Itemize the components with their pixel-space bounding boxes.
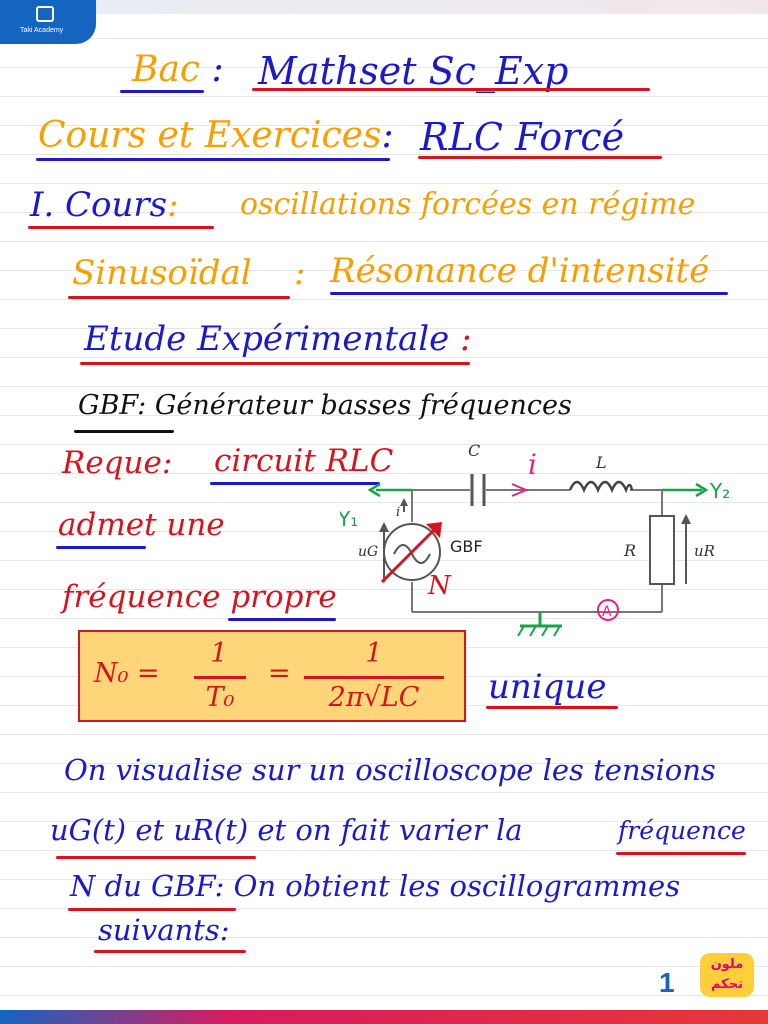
- bac-underline: [120, 90, 204, 93]
- frequency-arrow-icon: [426, 522, 442, 538]
- top-banner: [0, 0, 768, 14]
- unique-word: unique: [488, 667, 607, 707]
- inductor-label: L: [595, 453, 607, 472]
- remark-propre-underline: [228, 618, 336, 621]
- capacitor-label: C: [468, 441, 480, 460]
- gbf-line-underline: [68, 908, 236, 911]
- gbf-current-arrow-icon: [400, 498, 408, 506]
- subtitle-a-underline: [68, 296, 290, 299]
- resistor-label: R: [623, 541, 636, 560]
- subtitle-b-underline: [330, 292, 728, 295]
- bac-label: Bac :: [132, 49, 224, 90]
- brand-badge: ملون تحكم: [700, 953, 754, 997]
- gbf-definition: GBF: Générateur basses fréquences: [78, 390, 572, 421]
- bac-value: Mathset Sc_Exp: [258, 49, 569, 93]
- frequency-arrow-line: [380, 522, 442, 584]
- gbf-underline: [74, 430, 174, 433]
- voltages-underline: [56, 856, 256, 859]
- ur-arrow-icon: [681, 514, 691, 524]
- ground-hatch-4: [553, 625, 561, 637]
- generator-label: GBF: [450, 537, 483, 556]
- subtitle-sep: :: [294, 253, 306, 293]
- unique-underline: [486, 706, 618, 709]
- subtitle-a: Sinusoïdal: [72, 253, 252, 293]
- ground-hatch-3: [541, 625, 549, 637]
- taki-academy-logo: Taki Academy: [0, 0, 96, 44]
- suivants-underline: [94, 950, 246, 953]
- paragraph-line-2b: fréquence: [618, 816, 746, 845]
- ground-hatch-2: [529, 625, 537, 637]
- y2-arrow-icon: [695, 482, 709, 498]
- paragraph-line-2a: uG(t) et uR(t) et on fait varier la: [50, 813, 523, 847]
- remark-line2-underline: [56, 546, 146, 549]
- ur-label: uR: [694, 542, 715, 560]
- resistor-icon: [649, 515, 675, 585]
- frequency-label: N: [427, 571, 452, 601]
- y1-arrow-icon: [367, 482, 381, 498]
- course-value: RLC Forcé: [420, 115, 625, 159]
- frequence-underline: [616, 852, 746, 855]
- ug-arrow-icon: [379, 522, 389, 532]
- y2-label: Y₂: [709, 479, 730, 503]
- course-value-underline: [418, 156, 662, 159]
- study-title-underline: [80, 362, 470, 365]
- remark-line3: fréquence propre: [62, 579, 337, 615]
- taki-academy-logo-icon: [36, 6, 54, 22]
- gbf-current-label: i: [396, 505, 400, 520]
- ug-label: uG: [358, 544, 378, 560]
- page-number: 1: [659, 967, 675, 998]
- node-a-label: A: [602, 604, 612, 620]
- bottom-banner: [0, 1010, 768, 1024]
- section-value: oscillations forcées en régime: [240, 187, 696, 222]
- study-title: Etude Expérimentale :: [84, 319, 472, 359]
- bac-value-underline: [252, 88, 650, 91]
- remark-circuit: circuit RLC: [214, 443, 394, 479]
- paragraph-line-3: N du GBF: On obtient les oscillogrammes: [70, 869, 681, 903]
- fraction-bar-1: [194, 676, 246, 679]
- formula-num2: 1: [365, 638, 383, 669]
- formula-lhs: N₀ =: [94, 658, 160, 689]
- current-label: i: [528, 448, 537, 481]
- course-label: Cours et Exercices:: [38, 115, 394, 156]
- section-underline: [28, 226, 214, 229]
- formula-num1: 1: [210, 638, 228, 669]
- current-arrow-icon: [511, 483, 529, 497]
- section-label: I. Cours:: [30, 185, 179, 225]
- remark-label: Reque:: [62, 445, 173, 481]
- fraction-bar-2: [304, 676, 444, 679]
- remark-line2: admet une: [58, 507, 225, 543]
- node-a-circle-icon: [597, 599, 619, 621]
- course-underline: [36, 158, 390, 161]
- brand-name: Taki Academy: [20, 27, 64, 34]
- rlc-circuit-diagram: C i L R uR GBF uG i N Y₁ Y₂ A: [340, 441, 730, 637]
- formula-box: N₀ = 1 T₀ = 1 2π√LC: [78, 630, 466, 722]
- formula-den2: 2π√LC: [328, 682, 420, 713]
- formula-den1: T₀: [205, 682, 235, 713]
- paragraph-line-1: On visualise sur un oscilloscope les ten…: [64, 753, 716, 787]
- ground-hatch-1: [517, 625, 525, 637]
- subtitle-b: Résonance d'intensité: [330, 251, 710, 291]
- inductor-coil-icon: [568, 480, 634, 494]
- paragraph-line-4: suivants:: [98, 913, 230, 947]
- remark-circuit-underline: [210, 482, 380, 485]
- formula-eq: =: [268, 658, 291, 689]
- y1-label: Y₁: [340, 507, 358, 531]
